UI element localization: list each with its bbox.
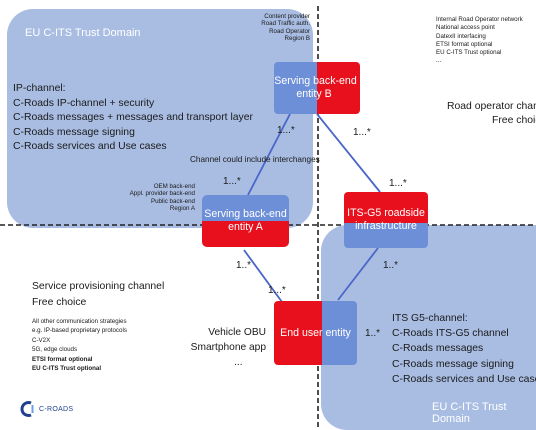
ip-channel-block: IP-channel: C-Roads IP-channel + securit… [13,83,253,153]
mult-a-bottom: 1..* [236,260,252,271]
top-trust-domain [7,9,313,228]
its-g5-channel-block: ITS G5-channel: C-Roads ITS-G5 channel C… [392,313,536,385]
top-trust-domain-title: EU C-ITS Trust Domain [25,27,141,39]
c-roads-logo: C-ROADS [20,400,73,418]
serving-backend-a-box: Serving back-end entity A [202,195,289,247]
mult-rs-bottom: 1..* [383,260,399,271]
mult-b-to-rs: 1...* [353,127,371,138]
service-channel-label: Service provisioning channel Free choice [32,281,165,308]
service-channel-details: All other communication strategies e.g. … [32,318,127,373]
mult-eu-top: 1...* [268,285,286,296]
entity-b-list: Content provider Road Traffic auth. Road… [261,13,310,42]
c-roads-logo-mark-icon [20,401,34,417]
bottom-trust-domain-title: EU C-ITS Trust Domain [432,401,507,425]
c-roads-logo-text: C-ROADS [39,405,74,413]
mult-rs-top: 1...* [389,178,407,189]
mult-eu-right: 1..* [365,328,381,339]
road-operator-channel-label: Road operator channel Free choice [447,101,536,126]
interchange-note: Channel could include interchanges [190,155,320,164]
end-user-entity-box: End user entity [274,301,357,365]
mult-b-to-a: 1...* [277,125,295,136]
road-operator-list: Internal Road Operator network National … [436,16,523,65]
its-g5-roadside-box: ITS-G5 roadside infrastructure [344,192,428,248]
mult-a-top: 1...* [223,176,241,187]
entity-a-list: OEM back-end Appl. provider back-end Pub… [129,183,195,212]
vehicle-list: Vehicle OBU Smartphone app ... [190,327,266,368]
serving-backend-b-box: Serving back-end entity B [274,62,360,114]
